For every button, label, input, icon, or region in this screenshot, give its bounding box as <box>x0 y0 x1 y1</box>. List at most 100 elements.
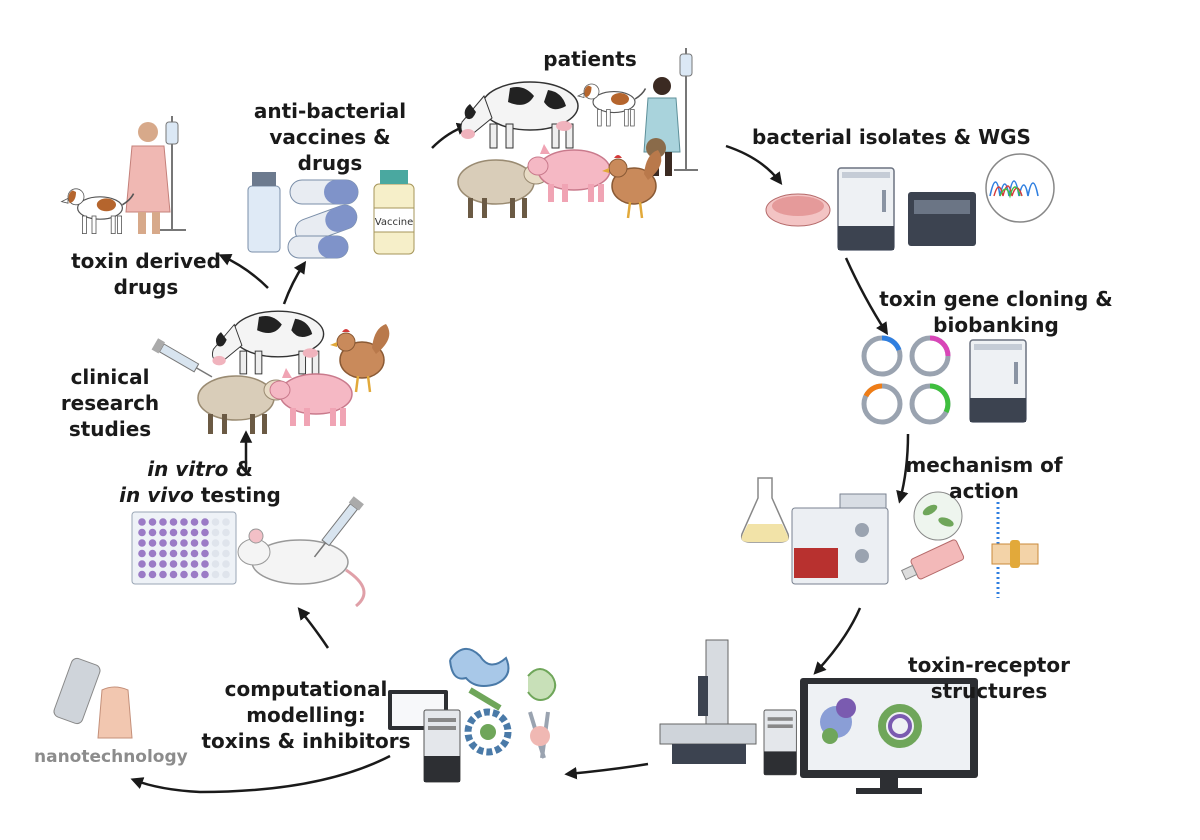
well <box>222 549 230 558</box>
nanotech-illustration <box>53 657 133 739</box>
label-vaccines-drugs: anti-bacterial vaccines & drugs <box>253 99 407 175</box>
flask-icon <box>740 477 790 543</box>
well <box>190 549 199 558</box>
label-patients: patients <box>543 47 637 71</box>
well-plate-icon <box>131 511 237 585</box>
well <box>190 518 199 526</box>
cycle-arrows <box>130 122 910 794</box>
pig-icon <box>527 143 611 203</box>
well <box>180 570 188 579</box>
well <box>222 570 230 579</box>
well <box>222 560 230 568</box>
well <box>190 570 199 579</box>
well <box>169 560 178 568</box>
plasmid-icon <box>864 335 900 374</box>
membrane-icon <box>991 502 1039 598</box>
clinical-studies-illustration <box>151 310 391 435</box>
chicken-icon <box>600 148 663 220</box>
well <box>180 528 188 537</box>
well <box>169 518 178 526</box>
capsule-icon <box>294 204 358 244</box>
chromatogram-icon <box>985 153 1055 223</box>
well <box>138 549 146 558</box>
label-structures: toxin-receptor structures <box>908 653 1070 703</box>
well <box>180 539 188 547</box>
protein-icon <box>464 708 512 756</box>
well <box>159 570 167 579</box>
syringe-icon <box>313 496 364 558</box>
well <box>201 539 209 547</box>
well <box>148 549 157 558</box>
iv-stand-icon <box>160 116 186 231</box>
label-gene-cloning: toxin gene cloning & biobanking <box>879 287 1113 337</box>
well <box>222 518 230 526</box>
well <box>211 518 220 526</box>
testing-illustration <box>131 496 366 608</box>
well <box>211 528 220 537</box>
capsule-icon <box>287 235 349 259</box>
iv-stand-icon <box>674 48 698 171</box>
patient-icon <box>125 122 171 234</box>
freezer-icon <box>969 339 1027 423</box>
nanotech-icon <box>53 657 133 739</box>
modelling-illustration <box>388 648 557 783</box>
petri-dish-icon <box>765 193 831 227</box>
computer-icon <box>423 709 461 783</box>
cell-culture-icon <box>913 491 963 541</box>
plasmid-icon <box>912 386 948 422</box>
well <box>148 518 157 526</box>
well <box>180 518 188 526</box>
well <box>159 518 167 526</box>
well <box>169 528 178 537</box>
cow-icon <box>211 310 325 375</box>
sequencer-icon <box>908 192 976 246</box>
plasmid-icon <box>912 338 948 374</box>
protein-icon <box>878 704 922 748</box>
mouse-icon <box>237 528 366 608</box>
protein-icon <box>449 648 510 711</box>
syringe-icon <box>151 338 213 378</box>
well <box>138 518 146 526</box>
well <box>201 549 209 558</box>
plasmid-icon <box>864 386 900 422</box>
cell-flask-icon <box>900 539 965 581</box>
well <box>180 560 188 568</box>
well <box>201 570 209 579</box>
label-modelling: computational modelling: toxins & inhibi… <box>201 677 411 753</box>
patients-illustration <box>457 48 698 220</box>
well <box>159 549 167 558</box>
vial-icon: Vaccine <box>373 170 415 255</box>
well <box>201 560 209 568</box>
label-nanotechnology: nanotechnology <box>34 747 188 767</box>
label-toxin-derived-drugs: toxin derived drugs <box>71 249 221 299</box>
well <box>190 528 199 537</box>
structures-illustration <box>659 639 978 794</box>
well <box>138 539 146 547</box>
well <box>148 560 157 568</box>
well <box>159 539 167 547</box>
pig-icon <box>269 367 353 427</box>
well <box>169 570 178 579</box>
well <box>138 528 146 537</box>
well <box>148 539 157 547</box>
well <box>190 539 199 547</box>
toxin-drugs-illustration <box>60 116 186 235</box>
vaccines-drugs-illustration: Vaccine <box>247 170 415 259</box>
label-mechanism: mechanism of action <box>905 453 1063 503</box>
well <box>211 539 220 547</box>
well <box>190 560 199 568</box>
capsule-icon <box>289 179 359 205</box>
label-isolates-wgs: bacterial isolates & WGS <box>752 125 1031 149</box>
well <box>211 549 220 558</box>
well <box>180 549 188 558</box>
cow-icon <box>460 81 579 149</box>
freezer-icon <box>837 167 895 251</box>
well <box>211 570 220 579</box>
label-testing: in vitro & in vivo testing <box>119 457 281 507</box>
cloning-illustration <box>864 335 1027 423</box>
dog-icon <box>577 83 647 127</box>
well <box>169 539 178 547</box>
vaccine-vial-label: Vaccine <box>375 217 413 228</box>
well <box>138 560 146 568</box>
